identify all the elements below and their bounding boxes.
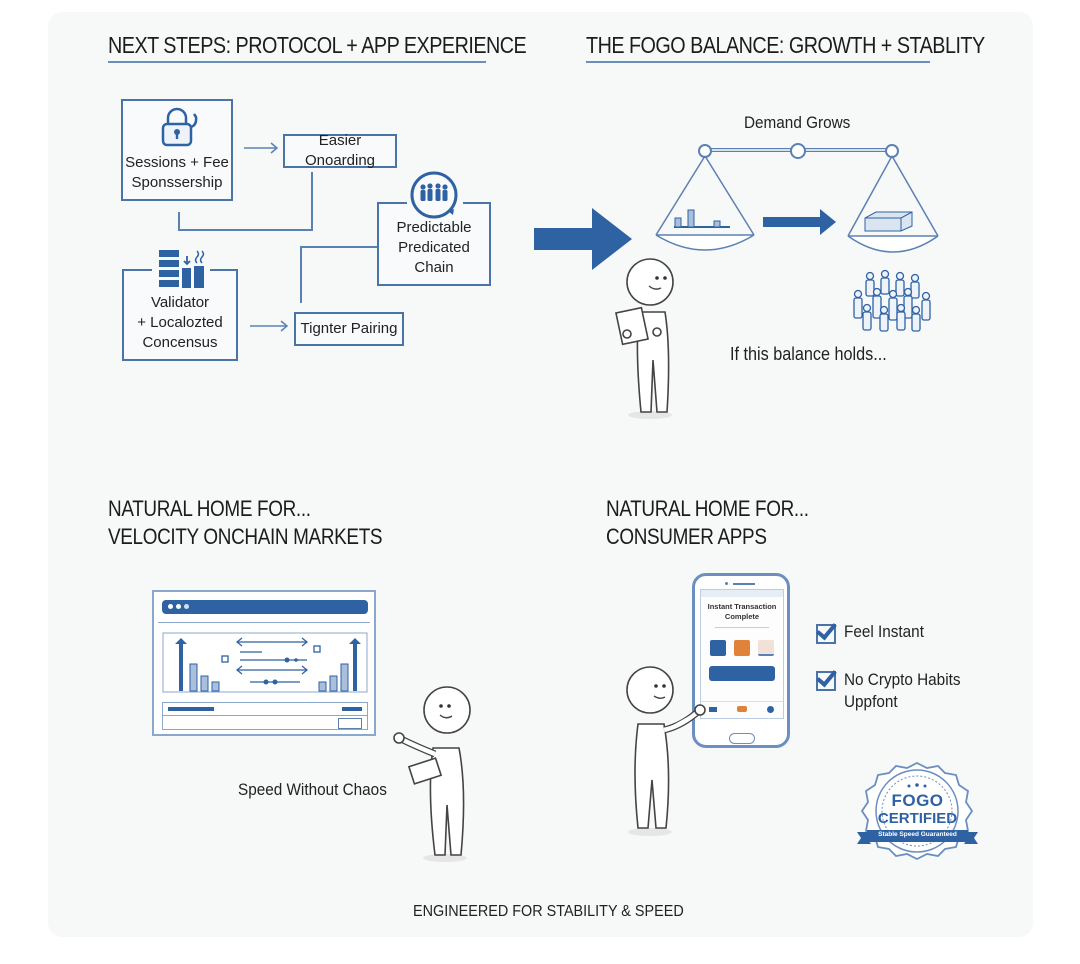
balance-panel-title: THE FOGO BALANCE: GROWTH + STABLITY xyxy=(586,32,985,58)
phone-camera-icon xyxy=(725,582,728,585)
protocol-title-underline xyxy=(108,61,486,63)
arrow-sessions-to-onboarding xyxy=(244,142,279,154)
box-border-segment xyxy=(210,269,238,271)
box-border-segment xyxy=(122,269,152,271)
phone-status-bar xyxy=(701,590,783,597)
window-titlebar xyxy=(162,600,368,614)
check-item-no-crypto-habits: No Crypto Habits Uppfont xyxy=(816,669,973,713)
box-border-segment xyxy=(377,202,407,204)
fogo-certified-badge: FOGO CERTIFIED Stable Speed Guaranteed xyxy=(855,760,980,870)
check-label: Feel Instant xyxy=(844,622,924,641)
phone-speaker-icon xyxy=(733,583,755,585)
markets-title-line2: VELOCITY ONCHAIN MARKETS xyxy=(108,524,383,549)
app-tile-chat-icon[interactable] xyxy=(710,640,726,656)
node-onboarding-label: Easier Onoarding xyxy=(304,132,376,169)
app-tile-profile-icon[interactable] xyxy=(758,640,774,656)
check-item-feel-instant: Feel Instant xyxy=(816,622,933,644)
consumer-title-line1: NATURAL HOME FOR... xyxy=(606,496,809,521)
tab-home-icon[interactable] xyxy=(737,706,747,712)
checkbox-checked-icon xyxy=(816,624,836,644)
node-validator-line3: Concensus xyxy=(142,334,218,351)
phone-screen: Instant Transaction Complete xyxy=(700,589,784,719)
phone-heading-line2: Complete xyxy=(724,612,760,621)
order-controls-button[interactable] xyxy=(338,718,362,729)
box-border-segment xyxy=(463,202,491,204)
consumer-title-line2: CONSUMER APPS xyxy=(606,524,767,549)
connector-line xyxy=(178,212,180,230)
people-circle-icon xyxy=(408,169,460,226)
connector-line xyxy=(300,246,377,248)
person-pointing-illustration xyxy=(393,686,471,862)
crowd-icon xyxy=(853,269,931,332)
protocol-panel-title: NEXT STEPS: PROTOCOL + APP EXPERIENCE xyxy=(108,32,527,58)
check-label-line1: No Crypto Habits xyxy=(844,670,961,689)
tab-back-icon[interactable] xyxy=(709,707,717,712)
node-pairing-label: Tignter Pairing xyxy=(300,320,398,337)
node-predictable-line2: Predicated xyxy=(398,239,470,256)
balance-scale-icon xyxy=(655,143,939,253)
node-predictable-line1: Predictable xyxy=(396,219,472,236)
phone-home-button[interactable] xyxy=(729,733,755,744)
order-bar xyxy=(342,707,362,711)
node-validator-line1: Validator xyxy=(150,294,210,311)
check-label: No Crypto Habits Uppfont xyxy=(844,669,960,713)
phone-heading-line1: Instant Transaction xyxy=(707,602,777,611)
market-chart-illustration xyxy=(162,632,368,693)
badge-line1: FOGO xyxy=(891,791,944,810)
footer-tagline: ENGINEERED FOR STABILITY & SPEED xyxy=(413,903,684,920)
balance-caption: If this balance holds... xyxy=(730,344,887,364)
person-with-clipboard-illustration xyxy=(615,258,674,419)
divider xyxy=(715,627,769,628)
node-validator-consensus: Validator + Localozted Concensus xyxy=(122,269,238,361)
balance-title-underline xyxy=(586,61,930,63)
divider xyxy=(158,622,370,623)
markets-caption: Speed Without Chaos xyxy=(238,780,387,799)
connector-line xyxy=(311,172,313,230)
big-arrow-right-icon xyxy=(534,208,632,270)
node-tighter-pairing: Tignter Pairing xyxy=(294,312,404,346)
person-touching-phone-illustration xyxy=(626,666,706,836)
window-dot-icon xyxy=(176,604,181,609)
phone-heading: Instant Transaction Complete xyxy=(701,602,783,622)
demand-grows-label: Demand Grows xyxy=(744,113,851,132)
divider xyxy=(163,715,367,716)
phone-tab-bar xyxy=(701,701,783,718)
node-predictable-line3: Chain xyxy=(414,259,454,276)
node-easier-onboarding: Easier Onoarding xyxy=(283,132,397,169)
arrow-validator-to-pairing xyxy=(250,320,289,332)
lock-fuel-icon xyxy=(159,107,201,153)
order-panel xyxy=(162,702,368,730)
node-sessions-fee-sponsorship: Sessions + Fee Sponssership xyxy=(121,99,233,201)
badge-ribbon-text: Stable Speed Guaranteed xyxy=(878,831,957,838)
window-dot-icon xyxy=(168,604,173,609)
node-validator-line2: + Localozted xyxy=(137,314,223,331)
connector-line xyxy=(300,247,302,303)
smartphone-illustration: Instant Transaction Complete xyxy=(692,573,790,748)
badge-line2: CERTIFIED xyxy=(877,810,958,827)
badge-seal-icon xyxy=(857,761,978,861)
connector-line xyxy=(178,229,313,231)
order-bar xyxy=(168,707,214,711)
node-sessions-line1: Sessions + Fee xyxy=(125,154,229,171)
app-tile-wallet-icon[interactable] xyxy=(734,640,750,656)
trading-dashboard-window xyxy=(152,590,376,736)
check-label-line2: Uppfont xyxy=(844,692,898,711)
window-dot-icon xyxy=(184,604,189,609)
server-icon xyxy=(157,246,207,295)
phone-confirm-button[interactable] xyxy=(709,666,775,681)
checkbox-checked-icon xyxy=(816,671,836,691)
markets-title-line1: NATURAL HOME FOR... xyxy=(108,496,311,521)
node-sessions-line2: Sponssership xyxy=(131,174,223,191)
tab-settings-icon[interactable] xyxy=(767,706,774,713)
